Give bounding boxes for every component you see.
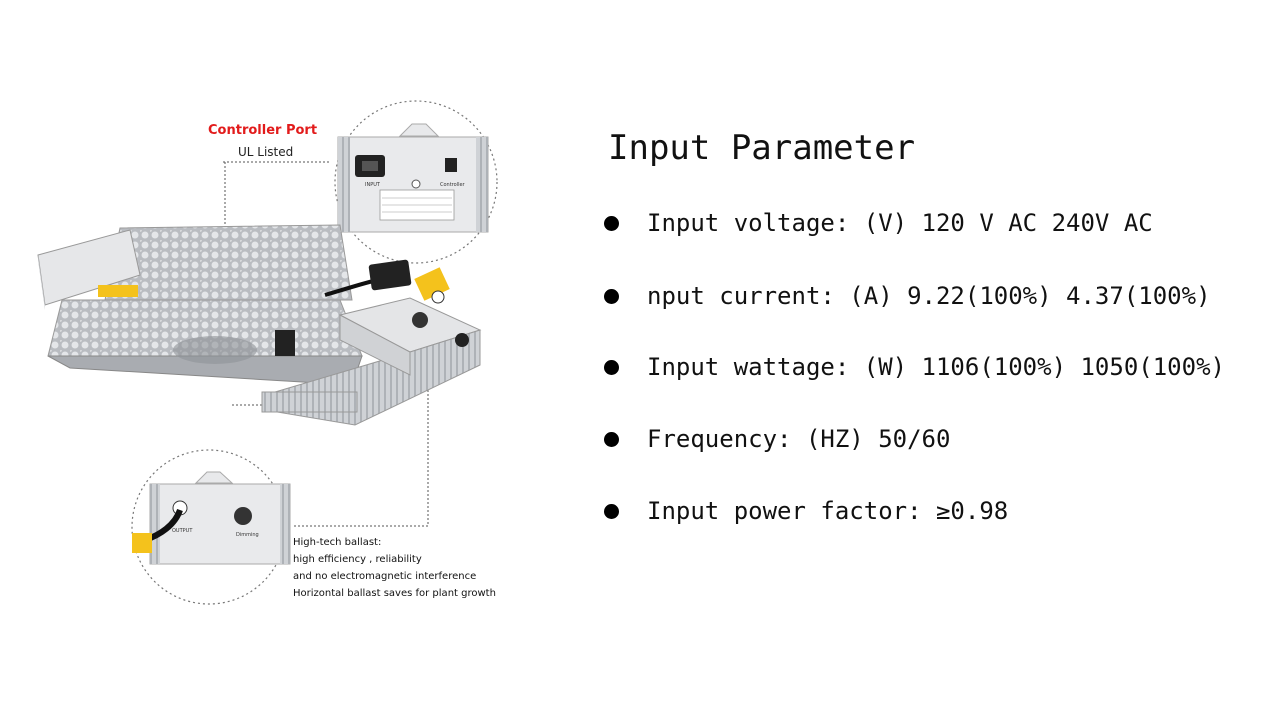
bullet-icon xyxy=(604,431,619,447)
input-port-label: INPUT xyxy=(365,182,381,188)
ballast-caption: High-tech ballast: high efficiency , rel… xyxy=(293,534,496,602)
param-input-wattage: Input wattage: (W) 1106(100%) 1050(100%) xyxy=(604,353,1225,381)
ballast-output-detail: OUTPUT Dimming xyxy=(131,449,291,605)
param-text: Frequency: (HZ) 50/60 xyxy=(647,425,951,453)
controller-port-callout: Controller Port xyxy=(208,123,318,138)
controller-port-detail: INPUT Controller xyxy=(334,100,498,264)
bullet-icon xyxy=(604,288,619,304)
param-text: nput current: (A) 9.22(100%) 4.37(100%) xyxy=(647,282,1211,310)
param-input-current: nput current: (A) 9.22(100%) 4.37(100%) xyxy=(604,282,1211,310)
bullet-icon xyxy=(604,215,619,231)
bullet-icon xyxy=(604,503,619,519)
param-text: Input voltage: (V) 120 V AC 240V AC xyxy=(647,209,1153,237)
param-text: Input power factor: ≥0.98 xyxy=(647,497,1009,525)
output-label: OUTPUT xyxy=(172,528,193,534)
ballast-unit xyxy=(261,297,482,426)
caption-line: high efficiency , reliability xyxy=(293,554,422,565)
param-text: Input wattage: (W) 1106(100%) 1050(100%) xyxy=(647,353,1225,381)
caption-line: and no electromagnetic interference xyxy=(293,571,477,582)
caption-line: High-tech ballast: xyxy=(293,537,382,548)
param-power-factor: Input power factor: ≥0.98 xyxy=(604,497,1008,525)
param-frequency: Frequency: (HZ) 50/60 xyxy=(604,425,950,453)
panel-title: Input Parameter xyxy=(608,128,916,168)
dimming-label: Dimming xyxy=(236,532,259,538)
bullet-icon xyxy=(604,359,619,375)
param-input-voltage: Input voltage: (V) 120 V AC 240V AC xyxy=(604,209,1153,237)
ul-listed-callout: UL Listed xyxy=(238,145,294,159)
caption-line: Horizontal ballast saves for plant growt… xyxy=(293,588,496,599)
controller-port-label: Controller xyxy=(440,182,466,188)
